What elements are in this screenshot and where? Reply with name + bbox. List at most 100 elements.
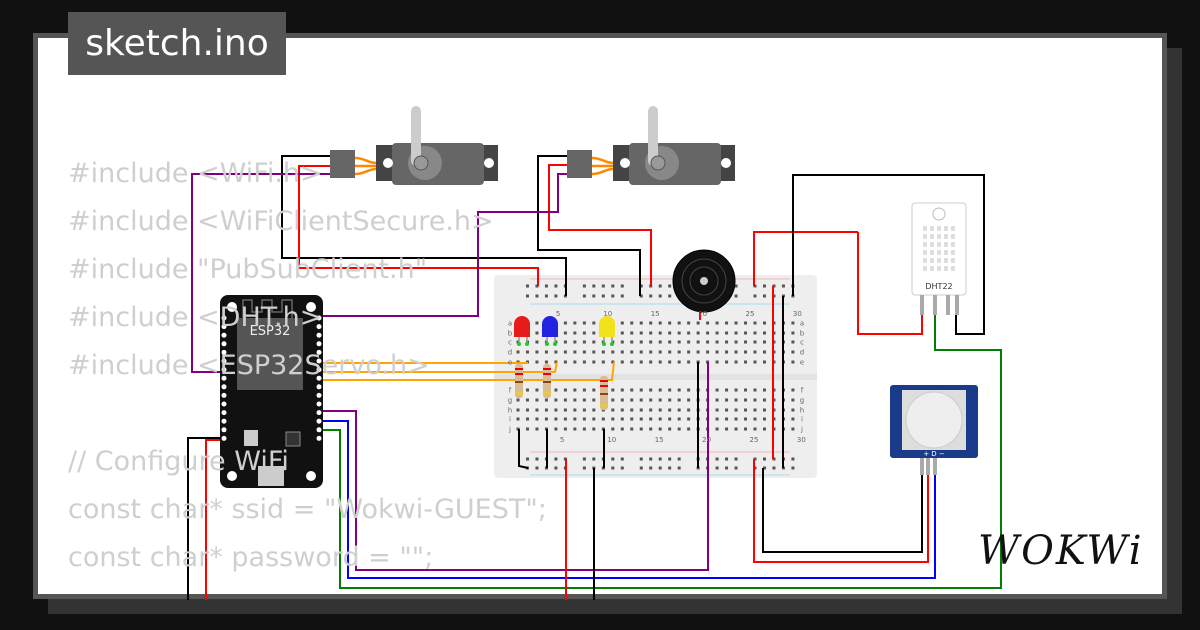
esp32-pin[interactable]: [316, 384, 322, 390]
breadboard-hole[interactable]: [687, 331, 691, 335]
breadboard-hole[interactable]: [554, 388, 558, 392]
rail-hole[interactable]: [791, 466, 795, 470]
esp32-pin[interactable]: [221, 418, 227, 424]
breadboard-hole[interactable]: [753, 388, 757, 392]
breadboard-hole[interactable]: [620, 388, 624, 392]
breadboard-hole[interactable]: [516, 417, 520, 421]
breadboard-hole[interactable]: [554, 350, 558, 354]
breadboard-hole[interactable]: [715, 340, 719, 344]
breadboard-hole[interactable]: [649, 360, 653, 364]
breadboard-hole[interactable]: [639, 417, 643, 421]
rail-hole[interactable]: [611, 457, 615, 461]
breadboard-hole[interactable]: [611, 408, 615, 412]
breadboard-hole[interactable]: [725, 321, 729, 325]
breadboard-hole[interactable]: [762, 388, 766, 392]
esp32-board[interactable]: ESP32: [220, 295, 323, 488]
breadboard-hole[interactable]: [715, 398, 719, 402]
breadboard-hole[interactable]: [639, 427, 643, 431]
breadboard-hole[interactable]: [620, 427, 624, 431]
breadboard-hole[interactable]: [592, 417, 596, 421]
breadboard-hole[interactable]: [725, 360, 729, 364]
breadboard-hole[interactable]: [639, 350, 643, 354]
breadboard-hole[interactable]: [592, 350, 596, 354]
breadboard-hole[interactable]: [762, 331, 766, 335]
breadboard-hole[interactable]: [696, 331, 700, 335]
breadboard-hole[interactable]: [630, 350, 634, 354]
rail-hole[interactable]: [791, 457, 795, 461]
breadboard-hole[interactable]: [677, 321, 681, 325]
breadboard-hole[interactable]: [563, 360, 567, 364]
rail-hole[interactable]: [639, 457, 643, 461]
breadboard-hole[interactable]: [687, 340, 691, 344]
breadboard-hole[interactable]: [525, 417, 529, 421]
breadboard-hole[interactable]: [620, 417, 624, 421]
rail-hole[interactable]: [611, 284, 615, 288]
breadboard-hole[interactable]: [592, 360, 596, 364]
breadboard-hole[interactable]: [535, 408, 539, 412]
breadboard-hole[interactable]: [630, 388, 634, 392]
breadboard-hole[interactable]: [696, 340, 700, 344]
breadboard-hole[interactable]: [649, 388, 653, 392]
led[interactable]: [542, 316, 558, 346]
breadboard-hole[interactable]: [630, 408, 634, 412]
breadboard-hole[interactable]: [687, 427, 691, 431]
rail-hole[interactable]: [762, 466, 766, 470]
rail-hole[interactable]: [658, 294, 662, 298]
breadboard-hole[interactable]: [658, 350, 662, 354]
breadboard-hole[interactable]: [677, 360, 681, 364]
esp32-pin[interactable]: [221, 392, 227, 398]
rail-hole[interactable]: [668, 284, 672, 288]
breadboard-hole[interactable]: [582, 321, 586, 325]
rail-hole[interactable]: [668, 294, 672, 298]
rail-hole[interactable]: [658, 284, 662, 288]
breadboard-hole[interactable]: [715, 427, 719, 431]
breadboard-hole[interactable]: [544, 408, 548, 412]
breadboard-hole[interactable]: [762, 321, 766, 325]
breadboard-hole[interactable]: [582, 417, 586, 421]
breadboard-hole[interactable]: [601, 417, 605, 421]
breadboard-hole[interactable]: [687, 388, 691, 392]
rail-hole[interactable]: [658, 457, 662, 461]
rail-hole[interactable]: [639, 294, 643, 298]
rail-hole[interactable]: [592, 457, 596, 461]
breadboard-hole[interactable]: [753, 321, 757, 325]
rail-hole[interactable]: [582, 457, 586, 461]
breadboard-hole[interactable]: [725, 331, 729, 335]
breadboard-hole[interactable]: [744, 427, 748, 431]
breadboard-hole[interactable]: [791, 427, 795, 431]
breadboard-hole[interactable]: [563, 427, 567, 431]
breadboard-hole[interactable]: [762, 417, 766, 421]
breadboard-hole[interactable]: [573, 360, 577, 364]
breadboard-hole[interactable]: [715, 408, 719, 412]
breadboard-hole[interactable]: [677, 398, 681, 402]
breadboard-hole[interactable]: [592, 388, 596, 392]
breadboard-hole[interactable]: [696, 321, 700, 325]
breadboard-hole[interactable]: [554, 398, 558, 402]
breadboard-hole[interactable]: [725, 417, 729, 421]
breadboard-hole[interactable]: [611, 340, 615, 344]
breadboard-hole[interactable]: [668, 331, 672, 335]
breadboard-hole[interactable]: [639, 340, 643, 344]
breadboard-hole[interactable]: [734, 388, 738, 392]
breadboard-hole[interactable]: [535, 388, 539, 392]
breadboard-hole[interactable]: [744, 398, 748, 402]
breadboard-hole[interactable]: [791, 417, 795, 421]
breadboard-hole[interactable]: [753, 427, 757, 431]
breadboard-hole[interactable]: [725, 388, 729, 392]
breadboard-hole[interactable]: [753, 398, 757, 402]
breadboard-hole[interactable]: [649, 408, 653, 412]
breadboard-hole[interactable]: [563, 417, 567, 421]
breadboard-hole[interactable]: [639, 408, 643, 412]
breadboard-hole[interactable]: [639, 331, 643, 335]
breadboard-hole[interactable]: [582, 398, 586, 402]
rail-hole[interactable]: [620, 284, 624, 288]
breadboard-hole[interactable]: [791, 408, 795, 412]
breadboard-hole[interactable]: [639, 388, 643, 392]
breadboard-hole[interactable]: [687, 350, 691, 354]
breadboard-hole[interactable]: [734, 398, 738, 402]
esp32-pin[interactable]: [316, 418, 322, 424]
breadboard-hole[interactable]: [535, 417, 539, 421]
rail-hole[interactable]: [554, 284, 558, 288]
breadboard-hole[interactable]: [715, 321, 719, 325]
breadboard-hole[interactable]: [677, 408, 681, 412]
